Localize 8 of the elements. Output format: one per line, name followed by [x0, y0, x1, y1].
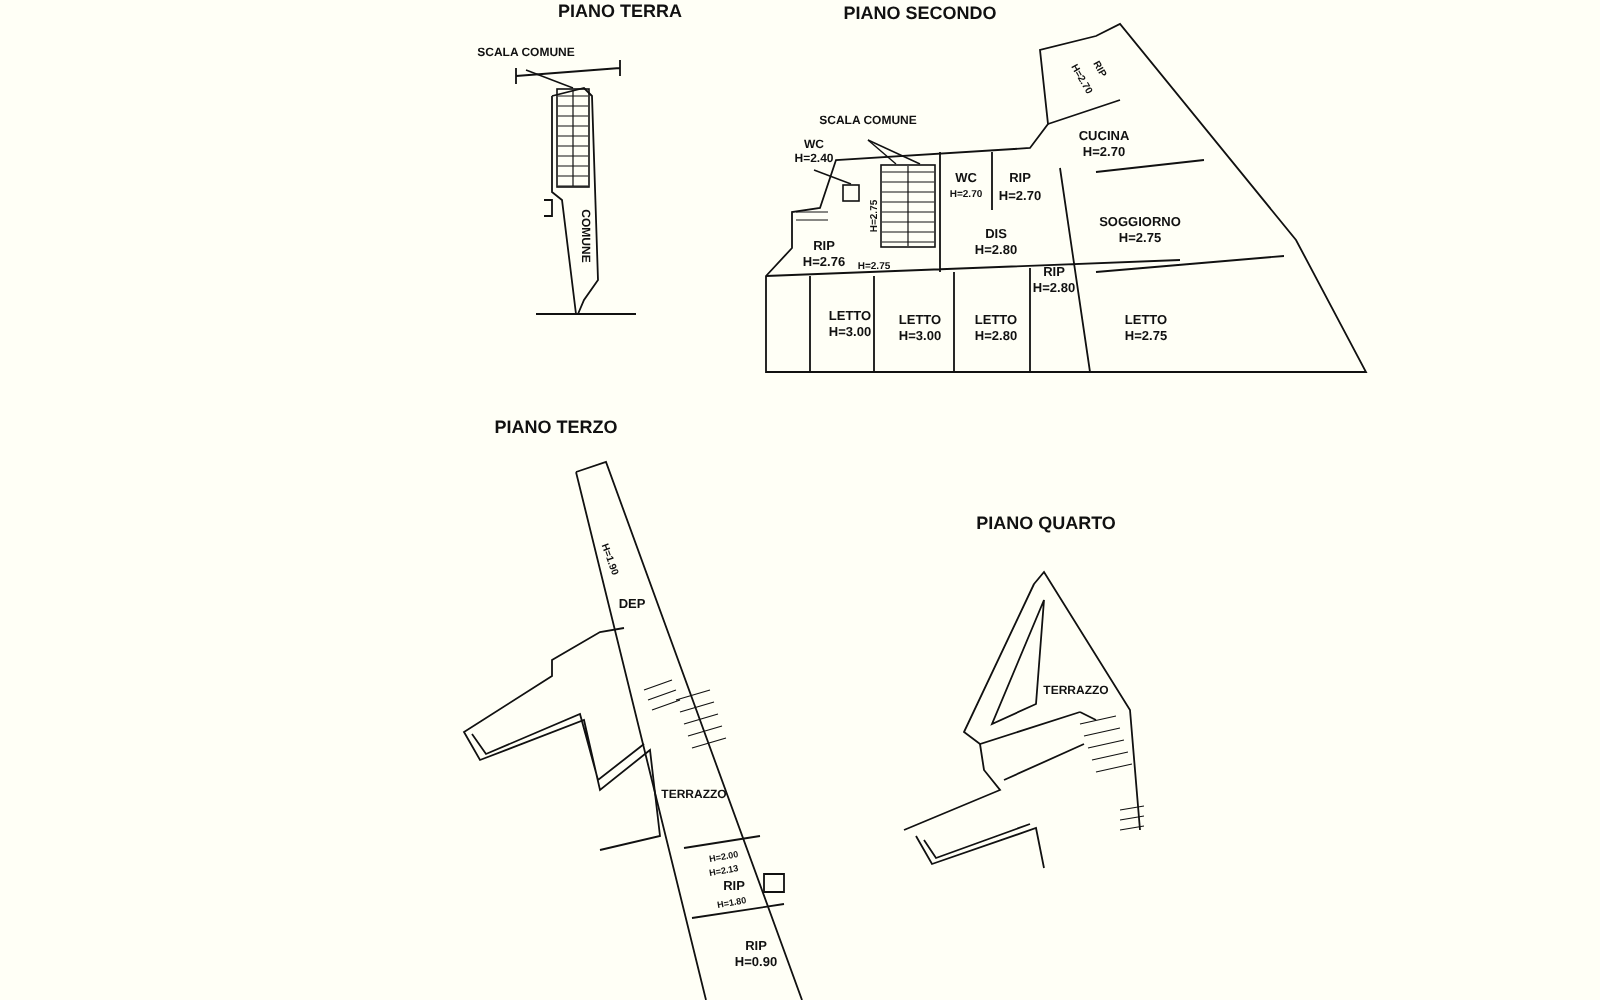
floor-title: PIANO TERZO — [494, 419, 618, 437]
floor-title: PIANO TERRA — [558, 3, 682, 21]
leader-line — [867, 139, 921, 165]
leader-line — [525, 69, 574, 89]
floor-title: PIANO SECONDO — [843, 5, 997, 23]
leader-line — [867, 139, 897, 165]
floor-title: PIANO QUARTO — [976, 515, 1116, 533]
leader-line — [813, 169, 852, 185]
